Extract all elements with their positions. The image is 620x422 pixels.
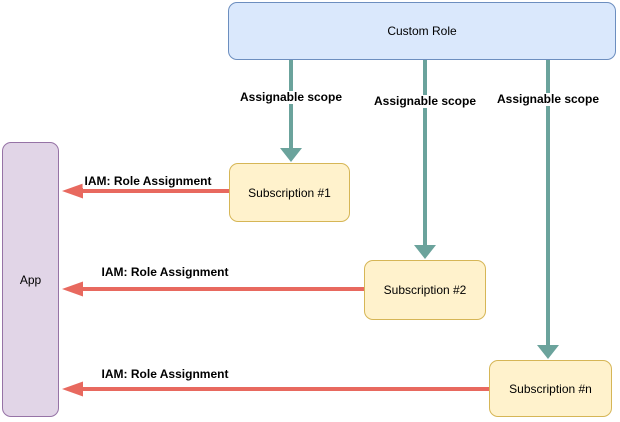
subscription-n-node: Subscription #n [489,360,612,417]
app-node: App [2,142,59,417]
assignable-scope-label-3: Assignable scope [494,92,602,107]
subscription-n-label: Subscription #n [509,381,592,396]
custom-role-label: Custom Role [387,24,457,38]
iam-role-assignment-label-1: IAM: Role Assignment [82,174,214,189]
subscription-1-node: Subscription #1 [229,163,350,222]
iam-role-assignment-arrowhead-3 [62,381,83,397]
subscription-2-node: Subscription #2 [364,260,486,320]
iam-role-assignment-arrowhead-2 [62,281,83,297]
app-label: App [19,272,42,287]
custom-role-node: Custom Role [228,2,616,60]
assignable-scope-arrowhead-3 [537,345,559,359]
assignable-scope-arrowhead-2 [414,245,436,259]
subscription-2-label: Subscription #2 [383,283,467,297]
assignable-scope-label-1: Assignable scope [237,90,345,105]
assignable-scope-label-2: Assignable scope [371,94,479,109]
iam-role-assignment-label-2: IAM: Role Assignment [99,265,231,280]
assignable-scope-arrowhead-1 [280,148,302,162]
iam-role-assignment-arrowhead-1 [62,183,83,199]
subscription-1-label: Subscription #1 [248,185,331,200]
iam-role-assignment-label-3: IAM: Role Assignment [99,367,231,382]
